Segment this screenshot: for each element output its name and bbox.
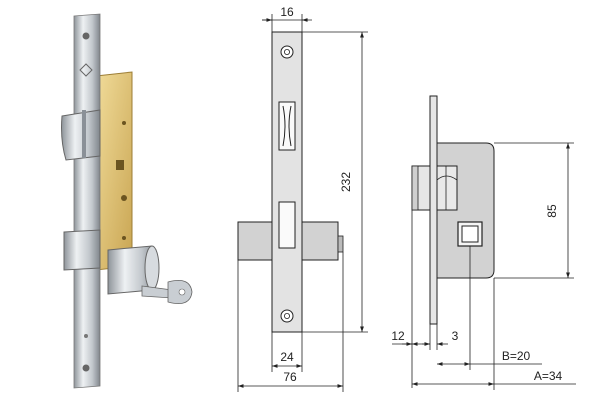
screw-hole-top-inner [283, 49, 290, 56]
case-rivet [122, 121, 126, 125]
screw-hole-bottom-inner [283, 312, 290, 319]
faceplate-photo [73, 13, 101, 389]
latch-photo [61, 109, 101, 161]
screw-hole-small [84, 334, 88, 338]
latch-face [411, 165, 419, 211]
screw-hole [82, 32, 90, 40]
cylinder-face [144, 245, 160, 291]
screw-hole [82, 364, 90, 372]
side-view-drawing [411, 95, 495, 325]
spindle-hole [461, 225, 479, 243]
bolt-slot-front [278, 201, 296, 249]
latch-slot-front [278, 101, 296, 151]
dim-plate-3: 3 [452, 329, 459, 343]
case-hole-round [121, 195, 127, 201]
latch-curve [288, 105, 292, 147]
dim-backset-a: A=34 [534, 369, 563, 383]
logo-mark [79, 63, 93, 77]
side-view-dimensions [392, 142, 576, 390]
dim-strike-24: 24 [280, 350, 294, 364]
case-rivet [122, 236, 126, 240]
faceplate-side [429, 95, 438, 325]
dim-height-232: 232 [339, 172, 353, 192]
dim-width-16: 16 [280, 5, 294, 19]
screw-hole-top [280, 45, 294, 59]
front-view-dimensions [237, 14, 368, 392]
latch-curve [282, 105, 286, 147]
dim-height-85: 85 [545, 204, 559, 218]
dim-bolt-76: 76 [283, 370, 297, 384]
deadbolt-photo [63, 229, 101, 271]
latch-slot [82, 110, 86, 158]
case-hole [116, 160, 124, 170]
latch-housing [436, 165, 458, 211]
dim-backset-b: B=20 [502, 349, 531, 363]
bolt-tip [337, 235, 344, 253]
key-icon [141, 279, 193, 305]
front-view-drawing [237, 31, 344, 333]
lock-photo [61, 13, 193, 389]
brass-case [95, 71, 133, 271]
faceplate-front [271, 31, 303, 333]
dim-offset-12: 12 [391, 329, 405, 343]
screw-hole-bottom [280, 309, 294, 323]
latch-spring [436, 175, 458, 181]
